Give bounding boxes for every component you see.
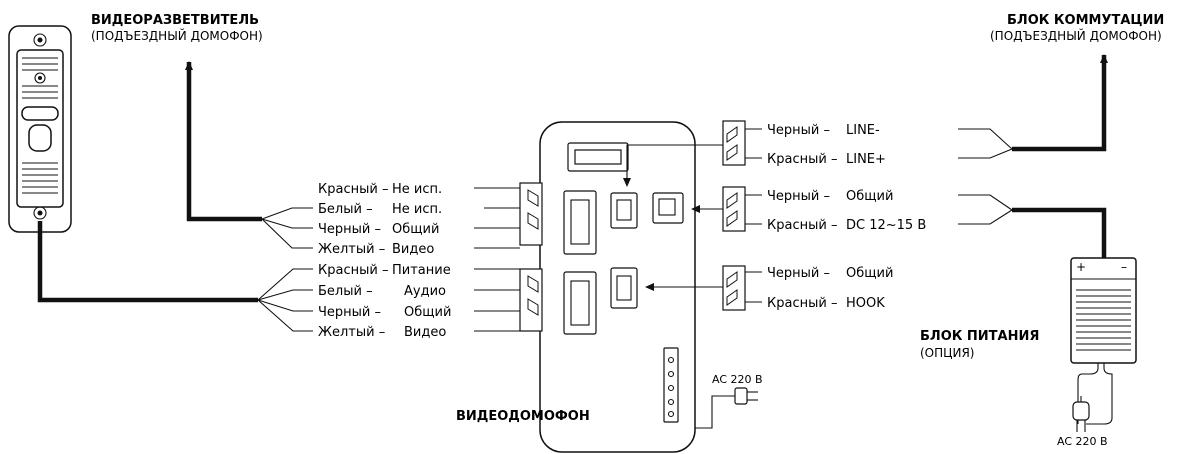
monitor-title: ВИДЕОДОМОФОН: [456, 409, 590, 424]
wire-purpose-label: Видео: [404, 325, 446, 340]
wire-color-label: Белый –: [318, 284, 373, 299]
wire-color-label: Черный –: [318, 305, 381, 320]
wire-color-label: Белый –: [318, 202, 373, 217]
internal-arrows: [623, 144, 723, 291]
wire-purpose-label: Не исп.: [392, 202, 442, 217]
wire-color-label: Черный –: [767, 189, 830, 204]
wire-color-label: Красный –: [318, 263, 388, 278]
wire-color-label: Желтый –: [318, 325, 385, 340]
power-supply-icon: [1070, 257, 1137, 432]
wire-color-label: Черный –: [767, 266, 830, 281]
right-connector-3: [722, 265, 746, 311]
monitor-mains-plug: [695, 387, 758, 429]
wire-purpose-label: Общий: [846, 266, 893, 281]
wire-purpose-label: LINE+: [846, 152, 886, 167]
wire-color-label: Желтый –: [318, 242, 385, 257]
wire-purpose-label: LINE-: [846, 123, 880, 138]
wire-color-label: Красный –: [767, 152, 837, 167]
thick-cables: [37, 54, 1108, 303]
wire-color-label: Черный –: [318, 222, 381, 237]
wire-purpose-label: Общий: [846, 189, 893, 204]
switch-block-title: БЛОК КОММУТАЦИИ: [1007, 13, 1164, 28]
monitor-body: [539, 121, 696, 453]
psu-ac-label: AC 220 В: [1057, 435, 1108, 448]
splitter-subtitle: (ПОДЪЕЗДНЫЙ ДОМОФОН): [91, 28, 263, 43]
left-connector-1: [519, 182, 543, 246]
wire-color-label: Красный –: [767, 296, 837, 311]
door-panel-icon: [8, 25, 72, 233]
power-supply-plus: +: [1076, 260, 1086, 274]
power-supply-minus: –: [1121, 260, 1127, 274]
wire-color-label: Красный –: [318, 182, 388, 197]
wire-purpose-label: HOOK: [846, 296, 885, 311]
wire-purpose-label: Аудио: [404, 284, 446, 299]
wire-stubs: [257, 128, 1013, 332]
wire-purpose-label: DC 12~15 В: [846, 218, 926, 233]
wire-purpose-label: Видео: [392, 242, 434, 257]
wire-purpose-label: Питание: [392, 263, 451, 278]
wire-purpose-label: Общий: [392, 222, 439, 237]
switch-block-subtitle: (ПОДЪЕЗДНЫЙ ДОМОФОН): [990, 28, 1162, 43]
left-connector-2: [519, 268, 543, 332]
monitor-ac-label: AC 220 В: [712, 373, 763, 386]
power-supply-subtitle: (ОПЦИЯ): [920, 346, 974, 360]
right-connector-2: [722, 186, 746, 232]
splitter-title: ВИДЕОРАЗВЕТВИТЕЛЬ: [91, 13, 259, 28]
wire-purpose-label: Общий: [404, 305, 451, 320]
wire-color-label: Красный –: [767, 218, 837, 233]
right-connector-1: [722, 120, 746, 166]
wire-purpose-label: Не исп.: [392, 182, 442, 197]
wire-color-label: Черный –: [767, 123, 830, 138]
power-supply-title: БЛОК ПИТАНИЯ: [920, 329, 1039, 344]
